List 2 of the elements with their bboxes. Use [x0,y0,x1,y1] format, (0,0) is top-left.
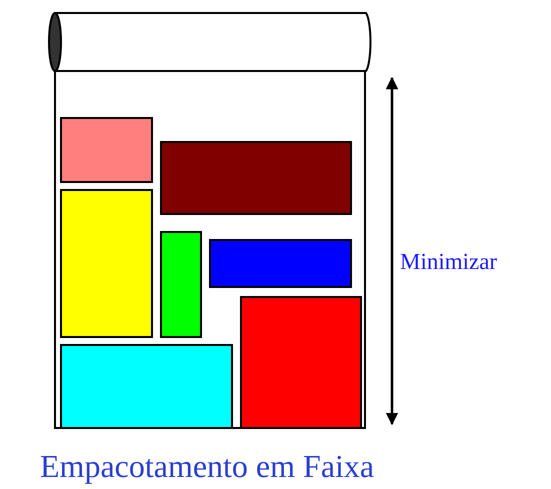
caption: Empacotamento em Faixa [40,450,374,482]
dimension-label: Minimizar [400,250,498,273]
